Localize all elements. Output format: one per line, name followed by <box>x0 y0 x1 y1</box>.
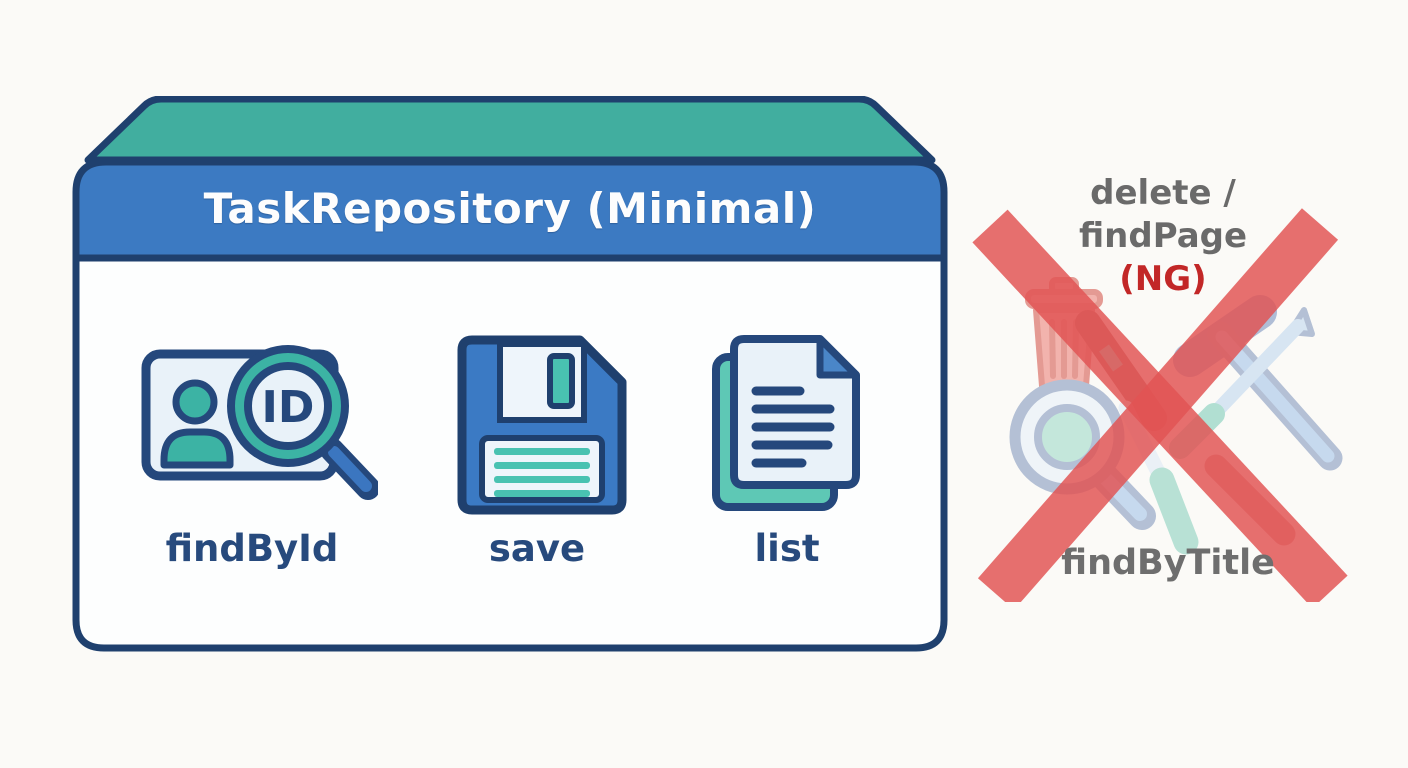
magnifier-handle <box>328 446 372 492</box>
magnifier-lens <box>244 362 332 450</box>
ng-label: (NG) <box>1119 259 1207 299</box>
method-label-findbyid: findById <box>165 527 339 570</box>
excluded-bottom-label: findByTitle <box>1061 543 1275 583</box>
person-head <box>172 379 218 425</box>
document-stack-icon <box>712 335 860 511</box>
page-fold <box>816 335 860 379</box>
id-card-magnifier-icon: ID <box>141 345 378 500</box>
method-label-list: list <box>754 527 820 570</box>
card-header-band <box>72 158 948 262</box>
label-line <box>494 448 590 455</box>
card-title: TaskRepository (Minimal) <box>203 184 817 233</box>
floppy-disk-icon <box>457 335 627 515</box>
method-label-save: save <box>488 527 586 570</box>
label-line <box>494 476 590 483</box>
card-lid <box>84 96 936 164</box>
floppy-slider <box>547 353 575 409</box>
label-line <box>494 462 590 469</box>
red-cross-icon <box>972 208 1348 602</box>
excluded-methods-title: delete / findPage (NG) <box>1013 172 1313 301</box>
person-body <box>160 428 234 469</box>
id-badge: ID <box>262 382 315 433</box>
label-line <box>494 490 590 497</box>
excluded-title-line1: delete / <box>1090 173 1236 213</box>
excluded-title-line2: findPage <box>1078 216 1248 256</box>
